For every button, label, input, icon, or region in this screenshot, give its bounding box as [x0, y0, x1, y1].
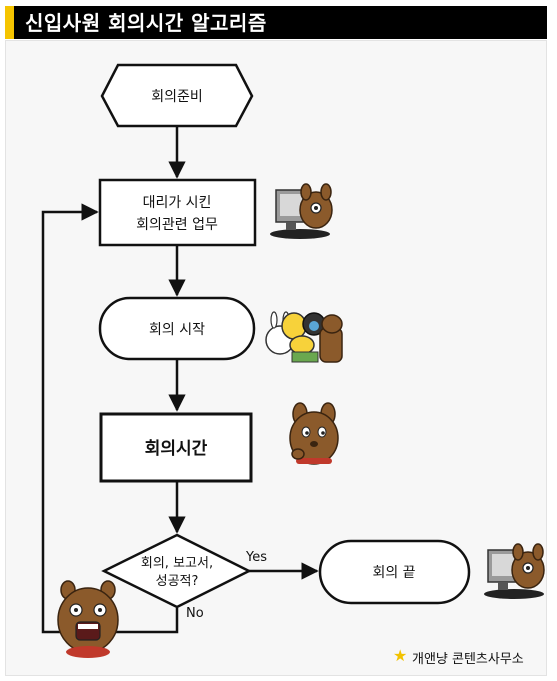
bear-shocked-icon	[57, 580, 119, 658]
star-icon: ★	[393, 646, 408, 665]
node-start-shape	[100, 63, 254, 128]
node-task-shape	[98, 178, 257, 247]
node-decision: 회의, 보고서, 성공적?	[101, 533, 252, 609]
node-end-shape	[318, 539, 471, 605]
bear-thinking-icon	[289, 402, 339, 465]
title-accent	[5, 6, 14, 39]
bear-at-computer-end-icon	[484, 543, 545, 599]
node-task-label-line2: 회의관련 업무	[136, 217, 218, 233]
node-meeting-start-label: 회의 시작	[149, 322, 205, 338]
node-start-label: 회의준비	[151, 89, 203, 105]
title-bar: 신입사원 회의시간 알고리즘	[5, 6, 547, 39]
node-decision-shape	[101, 533, 252, 609]
node-meeting-time-shape	[99, 412, 253, 483]
node-meeting-start-shape	[98, 296, 256, 361]
node-end: 회의 끝	[318, 539, 471, 605]
node-meeting-time: 회의시간	[99, 412, 253, 483]
node-start: 회의준비	[100, 63, 254, 128]
edge-decision-task-no	[41, 203, 179, 634]
node-end-label: 회의 끝	[372, 565, 415, 581]
bear-at-computer-icon	[270, 183, 333, 239]
characters-meeting-icon	[265, 311, 343, 363]
node-decision-label-line1: 회의, 보고서,	[141, 556, 213, 571]
edge-label-yes: Yes	[245, 550, 267, 565]
edge-label-no: No	[186, 606, 204, 621]
page-title: 신입사원 회의시간 알고리즘	[25, 11, 267, 35]
node-meeting-time-label: 회의시간	[145, 439, 208, 459]
footer-credit: 개앤냥 콘텐츠사무소	[412, 652, 524, 667]
node-task: 대리가 시킨 회의관련 업무	[98, 178, 257, 247]
edges	[41, 126, 319, 634]
node-meeting-start: 회의 시작	[98, 296, 256, 361]
node-decision-label-line2: 성공적?	[156, 574, 199, 589]
node-task-label-line1: 대리가 시킨	[143, 195, 212, 211]
